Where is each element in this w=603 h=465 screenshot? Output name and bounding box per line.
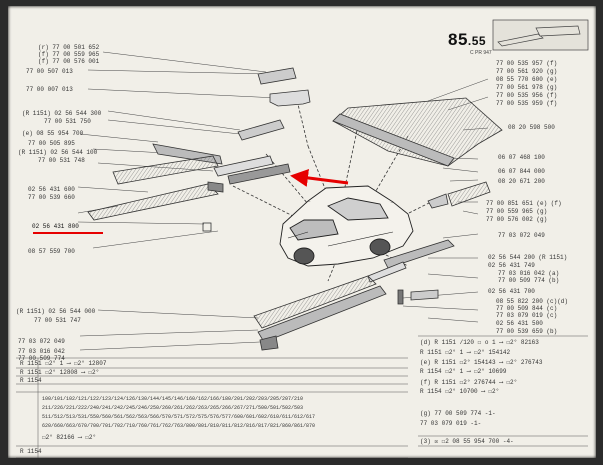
part-label: 77 00 561 978 (g) [496, 84, 558, 91]
part-label: 77 03 072 049 [498, 232, 545, 239]
part-label: (f) 77 00 576 001 [38, 58, 100, 65]
part-label: 77 00 505 895 [28, 140, 75, 147]
table-row: 77 03 079 019 -1- [420, 420, 482, 427]
part-label: 08 57 559 700 [28, 248, 75, 255]
part-label: 77 00 851 651 (e) (f) [486, 200, 562, 207]
part-label: 02 56 431 749 [488, 262, 535, 269]
part-label: 77 00 559 965 (g) [486, 208, 548, 215]
part-label: 77 00 576 002 (g) [486, 216, 548, 223]
part-label: 02 56 544 200 (R 1151) [488, 254, 568, 261]
part-label: 06 07 468 100 [498, 154, 545, 161]
part-label: 08 55 822 200 (c)(d) [496, 298, 569, 305]
page-reference: C PR 947 [470, 50, 492, 56]
part-label: 77 03 072 049 [18, 338, 65, 345]
part-label: 77 00 539 660 [28, 194, 75, 201]
part-label: 77 00 531 750 [44, 118, 91, 125]
table-row: (d) R 1151 /120 ☐ o 1 ⟶ ☐2° 82163 [420, 339, 539, 346]
part-label: 77 03 079 019 (c) [496, 312, 558, 319]
part-label: 77 00 509 774 [18, 355, 65, 362]
part-label: 02 56 431 700 [488, 288, 535, 295]
table-row: 620/660/663/670/700/701/702/710/760/761/… [42, 423, 316, 429]
part-label: (r) 77 00 501 652 [38, 44, 100, 51]
part-label: (e) 08 55 954 700 [22, 130, 84, 137]
part-label: 77 00 007 013 [26, 86, 73, 93]
table-row: R 1154 [20, 377, 42, 384]
table-row: 511/512/513/531/550/560/561/562/563/566/… [42, 414, 316, 420]
table-row: R 1154 [20, 448, 42, 455]
part-label: 77 00 535 956 (f) [496, 92, 558, 99]
part-label: 02 56 431 600 [28, 186, 75, 193]
catalog-page: 85.55 C PR 947 [8, 6, 596, 458]
part-label: (R 1151) 02 56 544 300 [22, 110, 102, 117]
part-label: (f) 77 00 559 965 [38, 51, 100, 58]
part-label: (R 1151) 02 56 544 100 [18, 149, 98, 156]
table-row: R 1154 ☐2° 10700 ⟶ ☐2° [420, 388, 500, 395]
part-label: 77 00 509 844 (c) [496, 305, 558, 312]
part-label: 02 56 431 500 [496, 320, 543, 327]
part-label: 08 20 598 500 [508, 124, 555, 131]
table-row: (e) R 1151 ☐2° 154143 ⟶ ☐2° 276743 [420, 359, 543, 366]
part-label: 06 07 844 000 [498, 168, 545, 175]
part-label: 77 00 539 659 (b) [496, 328, 558, 335]
part-label: 77 03 016 042 (a) [498, 270, 560, 277]
table-row: R 1151 ☐2° 1 ⟶ ☐2° 12807 [20, 360, 107, 367]
red-highlight-underline [33, 232, 103, 234]
table-row: 100/101/102/121/122/123/124/126/130/144/… [42, 396, 304, 402]
exploded-parts-drawing [16, 19, 589, 458]
table-row: R 1151 ☐2° 1 ⟶ ☐2° 154142 [420, 349, 511, 356]
page-number: 85.55 [448, 30, 487, 49]
part-label: 08 55 770 600 (e) [496, 76, 558, 83]
part-label: 77 00 535 959 (f) [496, 100, 558, 107]
part-label: (R 1151) 02 56 544 000 [16, 308, 96, 315]
part-label: 77 03 016 042 [18, 348, 65, 355]
part-label: 77 00 507 013 [26, 68, 73, 75]
part-label-highlighted: 02 56 431 800 [32, 223, 79, 230]
table-row: (f) R 1151 ☐2° 276744 ⟶ ☐2° [420, 379, 518, 386]
table-row: (3) ☒ ☐2 08 55 954 700 -4- [420, 438, 514, 445]
part-label: 77 00 531 747 [34, 317, 81, 324]
part-label: 77 00 561 920 (g) [496, 68, 558, 75]
table-row: R 1151 ☐2° 12808 ⟶ ☐2° [20, 369, 100, 376]
table-row: R 1154 ☐2° 1 ⟶ ☐2° 10699 [420, 368, 507, 375]
part-label: 77 00 509 774 (b) [498, 277, 560, 284]
table-row: 211/226/221/222/240/241/242/245/246/250/… [42, 405, 304, 411]
table-row: ☐2° 82166 ⟶ ☐2° [42, 434, 97, 441]
part-label: 77 00 535 957 (f) [496, 60, 558, 67]
part-label: 08 20 671 200 [498, 178, 545, 185]
part-label: 77 00 531 748 [38, 157, 85, 164]
table-row: (g) 77 00 509 774 -1- [420, 410, 496, 417]
